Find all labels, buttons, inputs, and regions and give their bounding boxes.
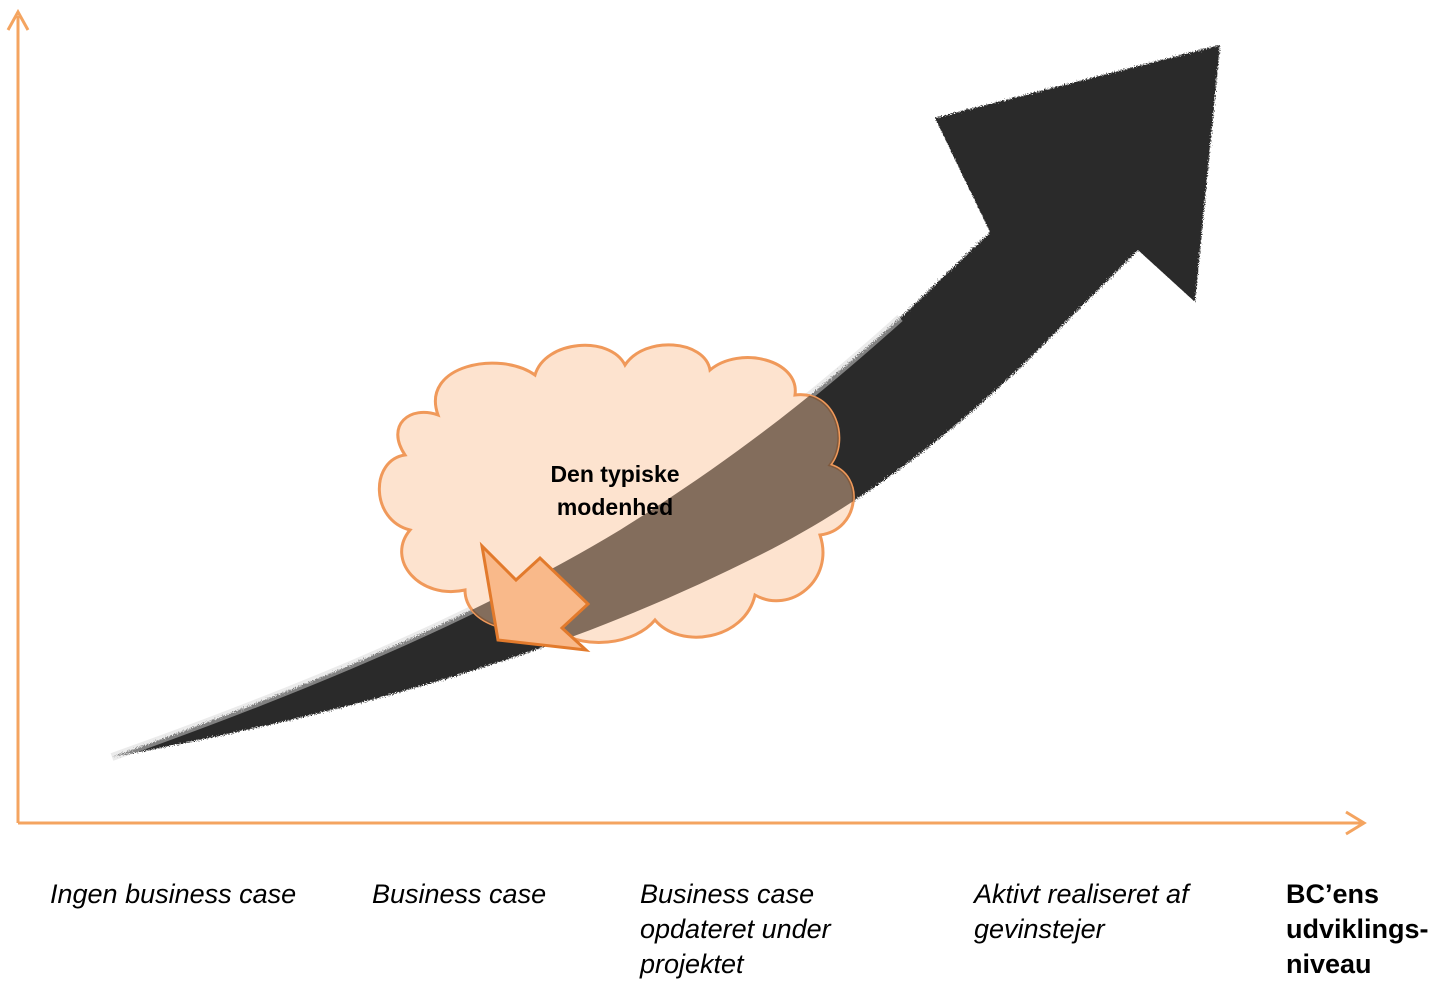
- cloud-label-line-2: modenhed: [556, 494, 674, 520]
- trend-arrow: [112, 45, 1220, 757]
- cloud-label-line-1: Den typiske: [550, 461, 680, 487]
- x-category-1-line-1: Ingen business case: [50, 879, 297, 909]
- x-axis-title-line-2: udviklings-: [1286, 914, 1429, 944]
- arrow-through-cloud: [379, 344, 854, 643]
- x-category-3-line-3: projektet: [640, 949, 744, 979]
- x-category-1: Ingen business case: [50, 877, 296, 912]
- x-category-2-line-1: Business case: [372, 879, 547, 909]
- x-category-2: Business case: [372, 877, 546, 912]
- x-category-3-line-2: opdateret under: [640, 914, 831, 944]
- x-category-3: Business case opdateret under projektet: [640, 877, 900, 982]
- y-axis-arrowhead: [6, 8, 30, 31]
- x-axis-title-line-3: niveau: [1286, 949, 1372, 979]
- x-category-3-line-1: Business case: [640, 879, 815, 909]
- x-category-4-line-2: gevinstejer: [974, 914, 1105, 944]
- x-axis-arrowhead: [1345, 810, 1367, 836]
- x-axis-title-line-1: BC’ens: [1286, 879, 1380, 909]
- x-category-4-line-1: Aktivt realiseret af: [974, 879, 1189, 909]
- x-axis-title: BC’ens udviklings- niveau: [1286, 877, 1429, 982]
- x-category-4: Aktivt realiseret af gevinstejer: [974, 877, 1254, 947]
- maturity-pointer-arrow: [479, 541, 591, 653]
- cloud-label: Den typiske modenhed: [500, 458, 730, 524]
